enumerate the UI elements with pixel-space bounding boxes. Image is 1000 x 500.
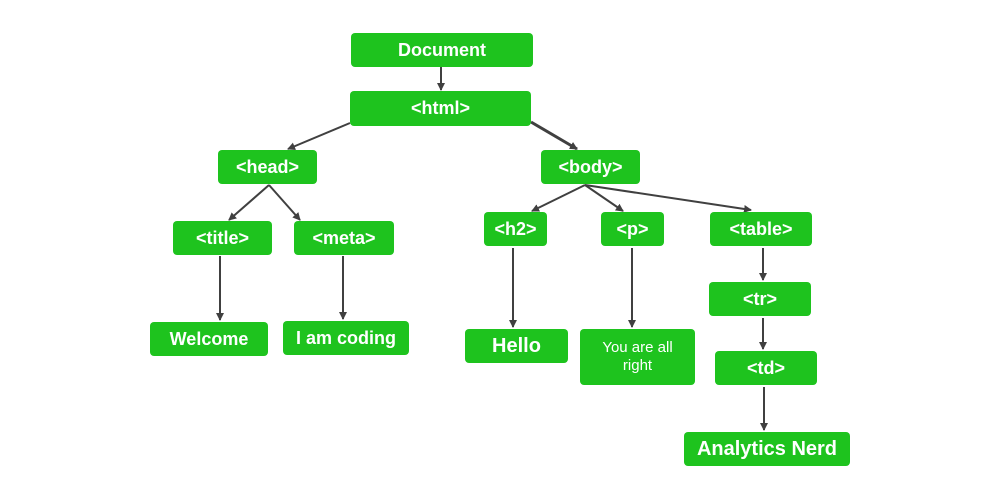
node-welcome: Welcome: [150, 322, 268, 356]
edge-head-title: [228, 184, 270, 221]
node-head: <head>: [218, 150, 317, 184]
node-coding: I am coding: [283, 321, 409, 355]
edge-html-head: [287, 122, 351, 150]
edge-body-h2: [531, 184, 586, 212]
node-td: <td>: [715, 351, 817, 385]
node-html: <html>: [350, 91, 531, 126]
node-meta: <meta>: [294, 221, 394, 255]
node-allright: You are all right: [580, 329, 695, 385]
node-analytics: Analytics Nerd: [684, 432, 850, 466]
node-p: <p>: [601, 212, 664, 246]
edge-body-p: [584, 184, 624, 212]
node-tr: <tr>: [709, 282, 811, 316]
node-hello: Hello: [465, 329, 568, 363]
node-body: <body>: [541, 150, 640, 184]
node-table: <table>: [710, 212, 812, 246]
edge-body-table: [584, 184, 752, 213]
edge-html-body: [530, 120, 578, 151]
node-h2: <h2>: [484, 212, 547, 246]
node-document: Document: [351, 33, 533, 67]
node-title: <title>: [173, 221, 272, 255]
edge-head-meta: [268, 184, 301, 221]
